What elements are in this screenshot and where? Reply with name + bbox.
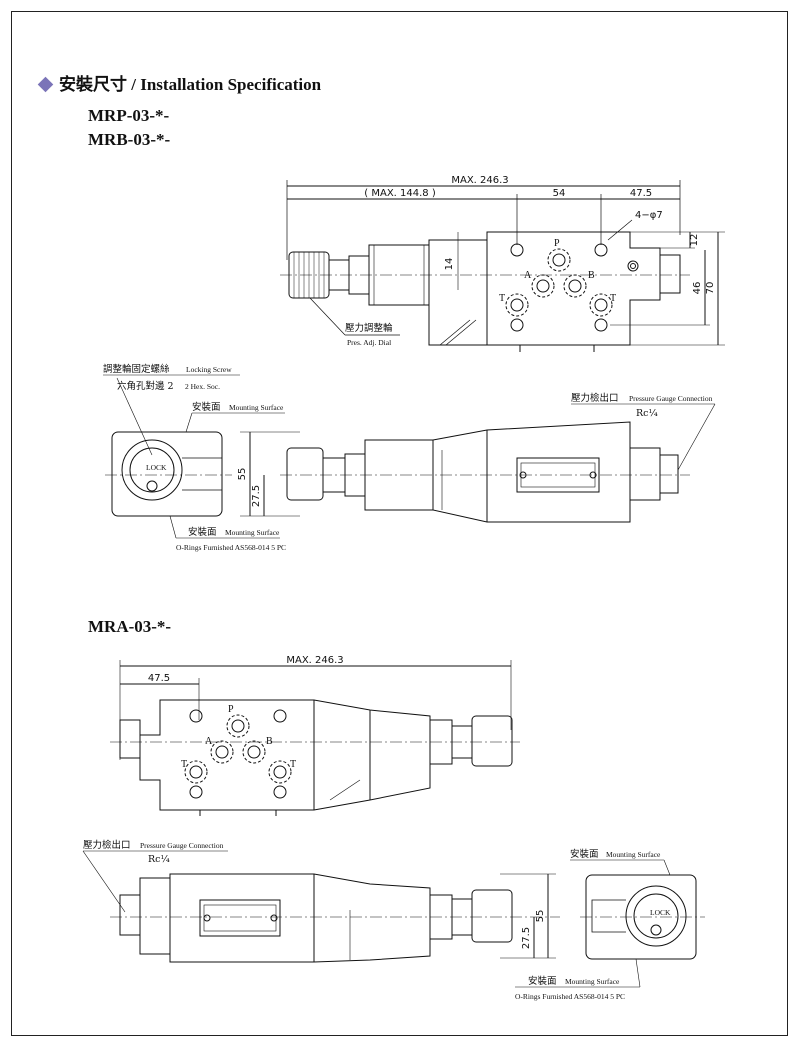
dial-label-cn: 壓力調整輪 [345,322,393,334]
orings-label: O-Rings Furnished AS568-014 5 PC [176,543,286,552]
port-label-t1: T [499,293,505,304]
mra-end-view-knob [625,885,687,947]
port-label-t2: T [610,293,616,304]
side-dial-knob [286,447,324,501]
end-view-lock-text: LOCK [146,463,167,472]
mra-dim-text-27-5: 27.5 [521,927,532,949]
mount-top-label-en: Mounting Surface [229,403,284,412]
dim-text-144: ( MAX. 144.8 ) [364,188,436,199]
mra-orings-label: O-Rings Furnished AS568-014 5 PC [515,992,625,1001]
gauge-label-cn: 壓力檢出口 [571,392,619,404]
mra-mount-bot-label-cn: 安裝面 [528,975,557,987]
dim-text-12: 12 [689,234,700,247]
mra-gauge-label-en: Pressure Gauge Connection [140,841,224,850]
mra-side-view: 壓力檢出口 Pressure Gauge Connection Rc¼ 55 2… [82,839,705,1001]
page-frame [11,11,788,1036]
mra-dim-text-max: MAX. 246.3 [286,655,343,666]
mra-side-valve-body [169,873,431,963]
plug-icon [627,260,639,272]
mrp-side-view: LOCK 調整輪固定螺絲 Locking Screw 六角孔對邊 2 2 Hex… [103,363,716,552]
section-heading-text: 安裝尺寸 / Installation Specification [59,75,322,94]
mra-port-label-t2: T [290,759,296,770]
mra-dim-text-47: 47.5 [148,673,170,684]
screw-label-cn: 調整輪固定螺絲 [103,363,170,375]
dial-label-en: Pres. Adj. Dial [347,338,391,347]
mra-mount-top-label-en: Mounting Surface [606,850,661,859]
model-label-mrp: MRP-03-*- [88,106,170,125]
gauge-label-en: Pressure Gauge Connection [629,394,713,403]
port-label-p: P [554,238,560,249]
dim-text-54: 54 [553,188,566,199]
mount-bot-label-cn: 安裝面 [188,526,217,538]
side-valve-body [432,421,631,523]
gauge-size-label: Rc¼ [636,408,658,419]
mra-gauge-label-cn: 壓力檢出口 [83,839,131,851]
mra-top-view: MAX. 246.3 47.5 P A B T T [110,655,520,816]
mra-nameplate [199,899,281,937]
port-label-a: A [524,270,532,281]
screw-label-en: Locking Screw [186,365,232,374]
mrp-top-view: MAX. 246.3 ( MAX. 144.8 ) 54 47.5 4−φ7 [280,175,725,352]
dim-text-47: 47.5 [630,188,652,199]
valve-body [428,231,661,346]
model-label-mrb: MRB-03-*- [88,130,171,149]
mra-end-view-lock-text: LOCK [650,908,671,917]
mra-gauge-size-label: Rc¼ [148,854,170,865]
mra-mount-top-label-cn: 安裝面 [570,848,599,860]
mra-port-label-p: P [228,704,234,715]
hex-label-cn: 六角孔對邊 2 [117,380,174,392]
mra-dim-text-55: 55 [535,910,546,923]
dim-text-46: 46 [692,282,703,295]
dim-text-4phi7: 4−φ7 [635,210,663,221]
mra-mount-bot-label-en: Mounting Surface [565,977,620,986]
model-label-mra: MRA-03-*- [88,617,172,636]
mra-port-label-t1: T [181,759,187,770]
dim-text-14: 14 [444,258,455,271]
end-view-knob [121,439,183,501]
section-heading: 安裝尺寸 / Installation Specification [37,70,322,95]
dim-text-55: 55 [237,468,248,481]
port-label-b: B [588,270,595,281]
end-view-body [111,431,223,517]
dim-text-27-5: 27.5 [251,485,262,507]
hex-label-en: 2 Hex. Soc. [185,382,220,391]
dim-text-max: MAX. 246.3 [451,175,508,186]
dim-text-70: 70 [705,282,716,295]
mra-valve-body [139,699,431,811]
mount-top-label-cn: 安裝面 [192,401,221,413]
mra-port-label-a: A [205,736,213,747]
mra-port-label-b: B [266,736,273,747]
mount-bot-label-en: Mounting Surface [225,528,280,537]
